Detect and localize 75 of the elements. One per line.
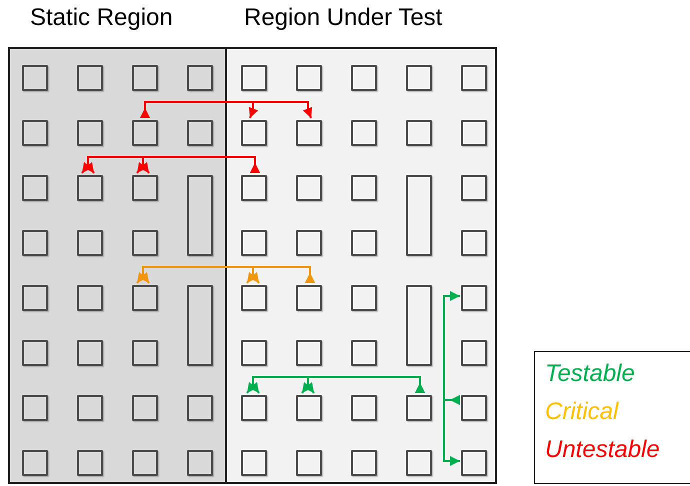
tall-tile	[187, 285, 213, 366]
tile	[296, 450, 322, 476]
tile	[77, 285, 103, 311]
tile	[406, 395, 432, 421]
tile	[132, 65, 158, 91]
region-heading: Static Region	[30, 4, 173, 32]
tile	[22, 450, 48, 476]
tile	[406, 65, 432, 91]
tall-tile	[406, 175, 432, 256]
tall-tile	[187, 175, 213, 256]
tile	[77, 395, 103, 421]
tile	[406, 120, 432, 146]
tile	[241, 230, 267, 256]
tile	[351, 230, 377, 256]
tile	[132, 175, 158, 201]
tile	[77, 450, 103, 476]
tile	[296, 175, 322, 201]
tile	[22, 395, 48, 421]
tile	[187, 65, 213, 91]
tile	[351, 450, 377, 476]
tile	[461, 340, 487, 366]
tile	[187, 120, 213, 146]
tile	[296, 230, 322, 256]
tile	[296, 65, 322, 91]
tile	[351, 395, 377, 421]
legend-entry: Testable	[545, 360, 635, 388]
tile	[461, 450, 487, 476]
tall-tile	[406, 285, 432, 366]
tile	[461, 285, 487, 311]
tile	[132, 230, 158, 256]
tile	[132, 450, 158, 476]
tile	[187, 395, 213, 421]
tile	[296, 120, 322, 146]
tile	[241, 175, 267, 201]
tile	[22, 230, 48, 256]
tile	[351, 175, 377, 201]
tile	[132, 340, 158, 366]
tile	[351, 285, 377, 311]
tile	[77, 65, 103, 91]
tile	[241, 65, 267, 91]
tile	[132, 395, 158, 421]
tile	[77, 340, 103, 366]
tile	[351, 120, 377, 146]
tile	[22, 120, 48, 146]
tile	[77, 120, 103, 146]
tile	[132, 285, 158, 311]
legend-entry: Untestable	[545, 436, 660, 464]
tile	[461, 65, 487, 91]
tile	[77, 230, 103, 256]
tile	[241, 285, 267, 311]
tile	[406, 450, 432, 476]
tile	[351, 340, 377, 366]
signal-arrow	[443, 395, 460, 466]
tile	[461, 120, 487, 146]
tile	[241, 395, 267, 421]
tile	[22, 65, 48, 91]
tile	[461, 175, 487, 201]
tile	[22, 285, 48, 311]
tile	[187, 450, 213, 476]
tile	[77, 175, 103, 201]
tile	[132, 120, 158, 146]
tile	[296, 285, 322, 311]
tile	[296, 395, 322, 421]
tile	[241, 450, 267, 476]
tile	[241, 340, 267, 366]
legend-entry: Critical	[545, 398, 618, 426]
tile	[22, 340, 48, 366]
tile	[351, 65, 377, 91]
tile	[461, 230, 487, 256]
tile	[241, 120, 267, 146]
region-heading: Region Under Test	[244, 4, 442, 32]
tile	[22, 175, 48, 201]
tile	[296, 340, 322, 366]
tile	[461, 395, 487, 421]
signal-arrow	[140, 101, 312, 118]
